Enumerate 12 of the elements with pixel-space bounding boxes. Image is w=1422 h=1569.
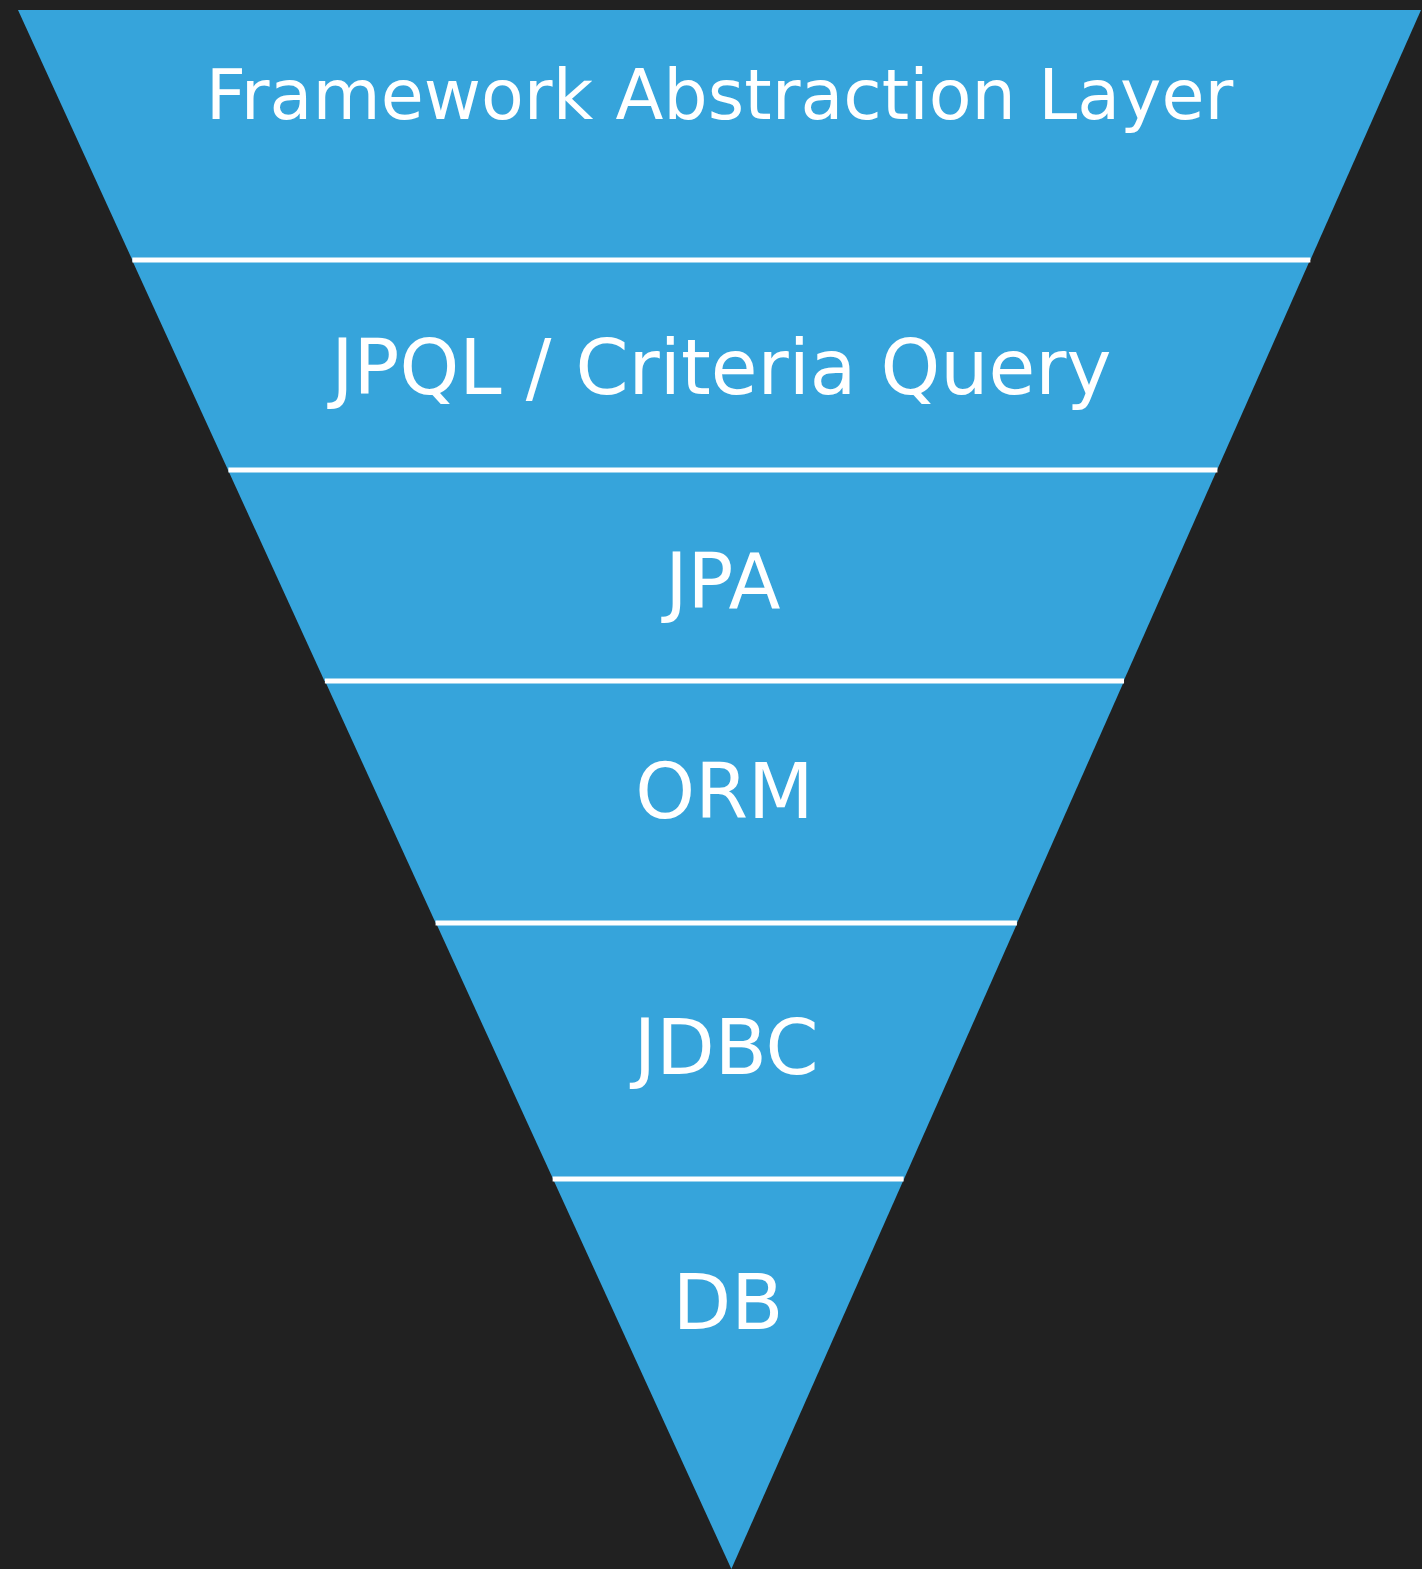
layer-label: DB — [671, 1261, 785, 1345]
layer-band — [18, 10, 1421, 260]
layer-band — [132, 260, 1311, 470]
layer-band — [324, 681, 1124, 923]
layer-label: JDBC — [435, 1006, 1017, 1090]
layer-label: ORM — [634, 750, 815, 834]
layer-band — [552, 1179, 904, 1569]
layer-label: JPQL / Criteria Query — [132, 326, 1311, 410]
layer-band — [435, 923, 1017, 1179]
layer-band — [228, 470, 1218, 681]
layer-label: JPA — [228, 540, 1218, 624]
layer-label: Framework Abstraction Layer — [204, 56, 1235, 134]
